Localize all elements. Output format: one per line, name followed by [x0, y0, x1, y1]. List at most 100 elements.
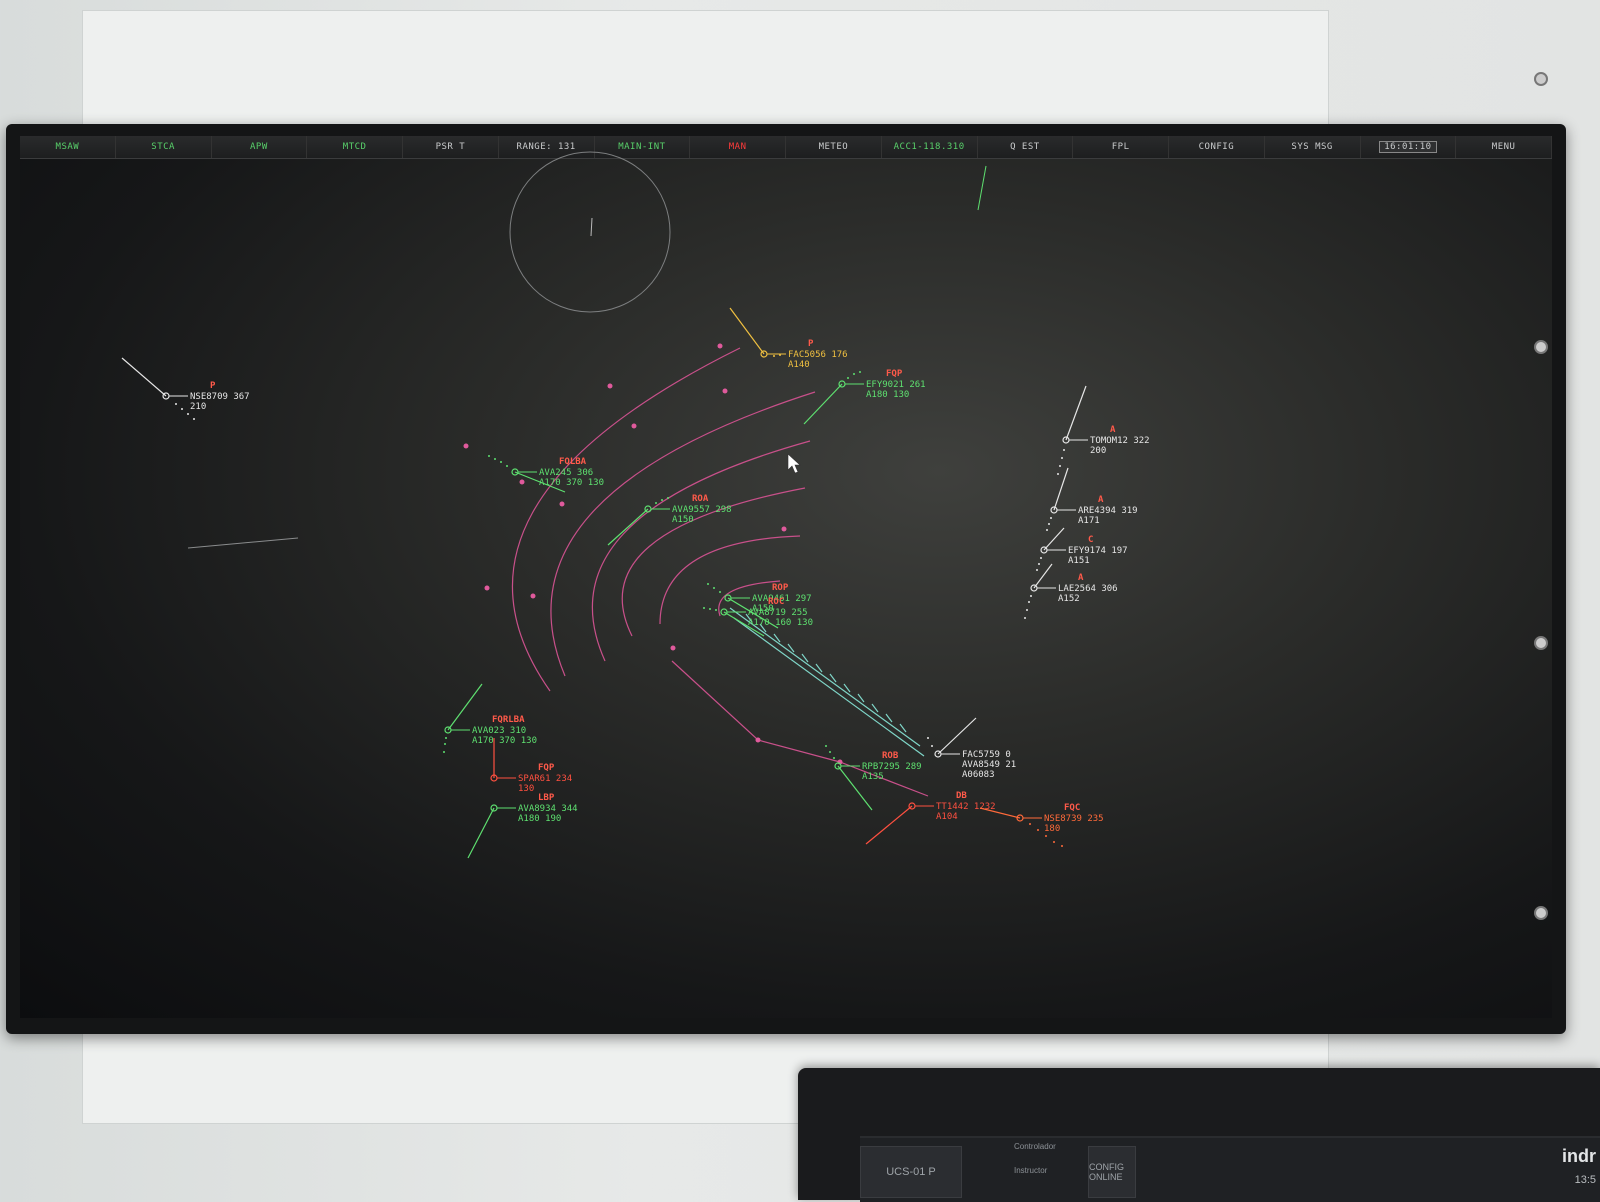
history-dot — [1048, 523, 1050, 525]
speed-vector — [1065, 385, 1087, 441]
history-dot — [193, 418, 195, 420]
track-callsign: RPB7295 289 — [862, 762, 922, 772]
menu-menu[interactable]: MENU — [1456, 136, 1552, 158]
history-dot — [773, 355, 775, 357]
history-dot — [1053, 841, 1055, 843]
track-callsign: TOMOM12 322 — [1090, 436, 1150, 446]
radar-screen[interactable]: MSAW STCA APW MTCD PSR T RANGE: 131 MAIN… — [20, 136, 1552, 1018]
history-dot — [661, 499, 663, 501]
history-dot — [1037, 829, 1039, 831]
station-button[interactable]: UCS-01 P — [860, 1146, 962, 1198]
track-callsign: LAE2564 306 — [1058, 584, 1118, 594]
history-dot — [181, 408, 183, 410]
speed-vector — [1033, 563, 1053, 589]
history-dot — [488, 455, 490, 457]
menu-apw[interactable]: APW — [212, 136, 308, 158]
wall-screw — [1534, 906, 1548, 920]
track-altitude: A140 — [788, 360, 810, 370]
track-altitude: A180 130 — [866, 390, 909, 400]
history-dot — [1050, 517, 1052, 519]
history-dot — [1059, 465, 1061, 467]
track-category: A — [1110, 425, 1116, 435]
brand-logo: indr — [1562, 1146, 1596, 1166]
history-dot — [1030, 595, 1032, 597]
track-category: P — [210, 381, 216, 391]
history-dot — [1063, 449, 1065, 451]
menu-psr[interactable]: PSR T — [403, 136, 499, 158]
menu-msaw[interactable]: MSAW — [20, 136, 116, 158]
config-online-button[interactable]: CONFIG ONLINE — [1088, 1146, 1136, 1198]
track-callsign: EFY9021 261 — [866, 380, 926, 390]
menu-range[interactable]: RANGE: 131 — [499, 136, 595, 158]
menu-man[interactable]: MAN — [690, 136, 786, 158]
track-category: P — [808, 339, 814, 349]
track-callsign: TT1442 1232 — [936, 802, 996, 812]
history-dot — [931, 745, 933, 747]
menu-stca[interactable]: STCA — [116, 136, 212, 158]
menu-main-int[interactable]: MAIN-INT — [595, 136, 691, 158]
menu-sys-msg[interactable]: SYS MSG — [1265, 136, 1361, 158]
track-category: ROP — [772, 583, 789, 593]
history-dot — [1024, 617, 1026, 619]
history-dot — [443, 751, 445, 753]
history-dot — [847, 377, 849, 379]
track-altitude: 200 — [1090, 446, 1106, 456]
speed-vector — [837, 765, 873, 811]
history-dot — [927, 737, 929, 739]
history-dot — [713, 587, 715, 589]
wall-screw — [1534, 636, 1548, 650]
menu-config[interactable]: CONFIG — [1169, 136, 1265, 158]
speed-vector — [121, 357, 167, 397]
speed-vector — [803, 383, 843, 425]
controller-label: Controlador — [1014, 1142, 1056, 1151]
history-dot — [829, 751, 831, 753]
menu-frequency[interactable]: ACC1-118.310 — [882, 136, 978, 158]
track-altitude: AVA8549 21 — [962, 760, 1016, 770]
history-dot — [1061, 457, 1063, 459]
track-altitude: 130 — [518, 784, 534, 794]
console-clock: 13:5 — [1574, 1174, 1596, 1186]
history-dot — [1045, 835, 1047, 837]
track-category: DB — [956, 791, 967, 801]
history-dot — [175, 403, 177, 405]
lower-console: UCS-01 P Controlador Instructor CONFIG O… — [798, 1068, 1600, 1202]
menu-clock: 16:01:10 — [1361, 136, 1457, 158]
mouse-cursor-icon — [787, 453, 801, 474]
history-dot — [1028, 601, 1030, 603]
track-callsign: AVA9461 297 — [752, 594, 812, 604]
menu-meteo[interactable]: METEO — [786, 136, 882, 158]
console-touchscreen[interactable]: UCS-01 P Controlador Instructor CONFIG O… — [860, 1136, 1600, 1202]
track-callsign: AVA023 310 — [472, 726, 526, 736]
menu-q-est[interactable]: Q EST — [978, 136, 1074, 158]
speed-vector — [447, 683, 483, 731]
track-altitude: 210 — [190, 402, 206, 412]
track-altitude: A150 — [672, 515, 694, 525]
track-altitude: 180 — [1044, 824, 1060, 834]
history-dot — [500, 461, 502, 463]
speed-vector — [467, 807, 495, 859]
menu-fpl[interactable]: FPL — [1073, 136, 1169, 158]
history-dot — [1029, 823, 1031, 825]
history-dot — [853, 373, 855, 375]
track-category: ROA — [692, 494, 709, 504]
menu-mtcd[interactable]: MTCD — [307, 136, 403, 158]
